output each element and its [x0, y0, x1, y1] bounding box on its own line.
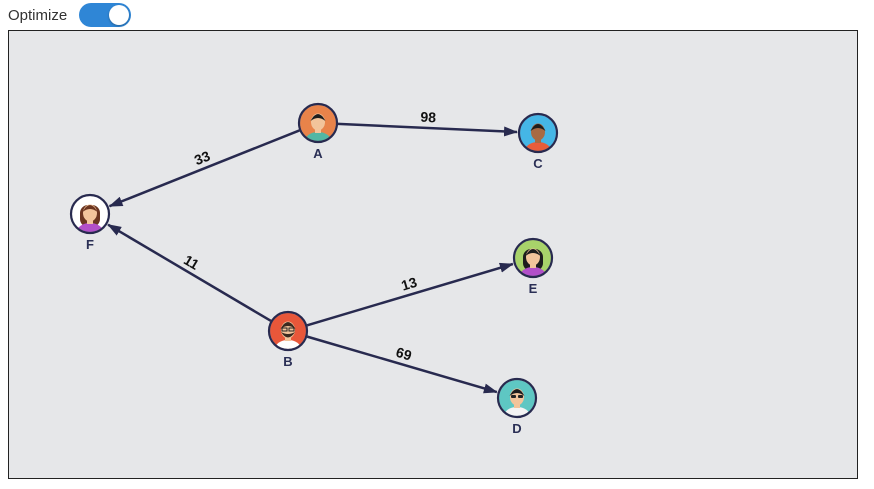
optimize-toggle[interactable] — [79, 3, 132, 27]
node-A[interactable]: A — [297, 102, 339, 161]
edge-B-D[interactable]: 69 — [306, 335, 498, 394]
graph-canvas[interactable]: 98 33 11 13 69 A C F E B D — [8, 30, 858, 479]
node-F[interactable]: F — [69, 193, 111, 252]
node-label: F — [86, 237, 94, 252]
bearded-man-avatar-icon — [270, 313, 306, 349]
network-graph[interactable]: 98 33 11 13 69 A C F E B D — [9, 31, 857, 478]
toolbar: Optimize — [8, 3, 132, 27]
edge-B-E[interactable]: 13 — [306, 262, 514, 327]
edge-line[interactable] — [107, 223, 272, 322]
node-B[interactable]: B — [267, 310, 309, 369]
node-D[interactable]: D — [496, 377, 538, 436]
edge-weight-label: 98 — [420, 109, 436, 126]
edge-B-F[interactable]: 11 — [107, 223, 272, 322]
man-avatar-icon — [520, 115, 556, 151]
edge-line[interactable] — [306, 262, 514, 327]
node-label: E — [529, 281, 538, 296]
woman-avatar-icon — [72, 196, 108, 232]
edge-line[interactable] — [337, 122, 519, 137]
node-label: B — [283, 354, 292, 369]
node-label: D — [512, 421, 521, 436]
edge-line[interactable] — [306, 335, 498, 394]
edge-A-C[interactable]: 98 — [337, 109, 519, 137]
node-label: C — [533, 156, 543, 171]
woman-avatar-icon — [515, 240, 551, 276]
optimize-label: Optimize — [8, 6, 68, 24]
edge-weight-label: 33 — [192, 147, 213, 168]
node-E[interactable]: E — [512, 237, 554, 296]
man-avatar-icon — [300, 105, 336, 141]
optimize-toggle-knob[interactable] — [109, 5, 130, 25]
edge-A-F[interactable]: 33 — [108, 129, 300, 208]
man-with-sunglasses-avatar-icon — [499, 380, 535, 416]
edge-weight-label: 13 — [399, 274, 419, 294]
edge-weight-label: 69 — [394, 344, 414, 364]
node-C[interactable]: C — [517, 112, 559, 171]
node-label: A — [313, 146, 323, 161]
edge-line[interactable] — [108, 129, 300, 208]
edge-weight-label: 11 — [181, 252, 202, 273]
